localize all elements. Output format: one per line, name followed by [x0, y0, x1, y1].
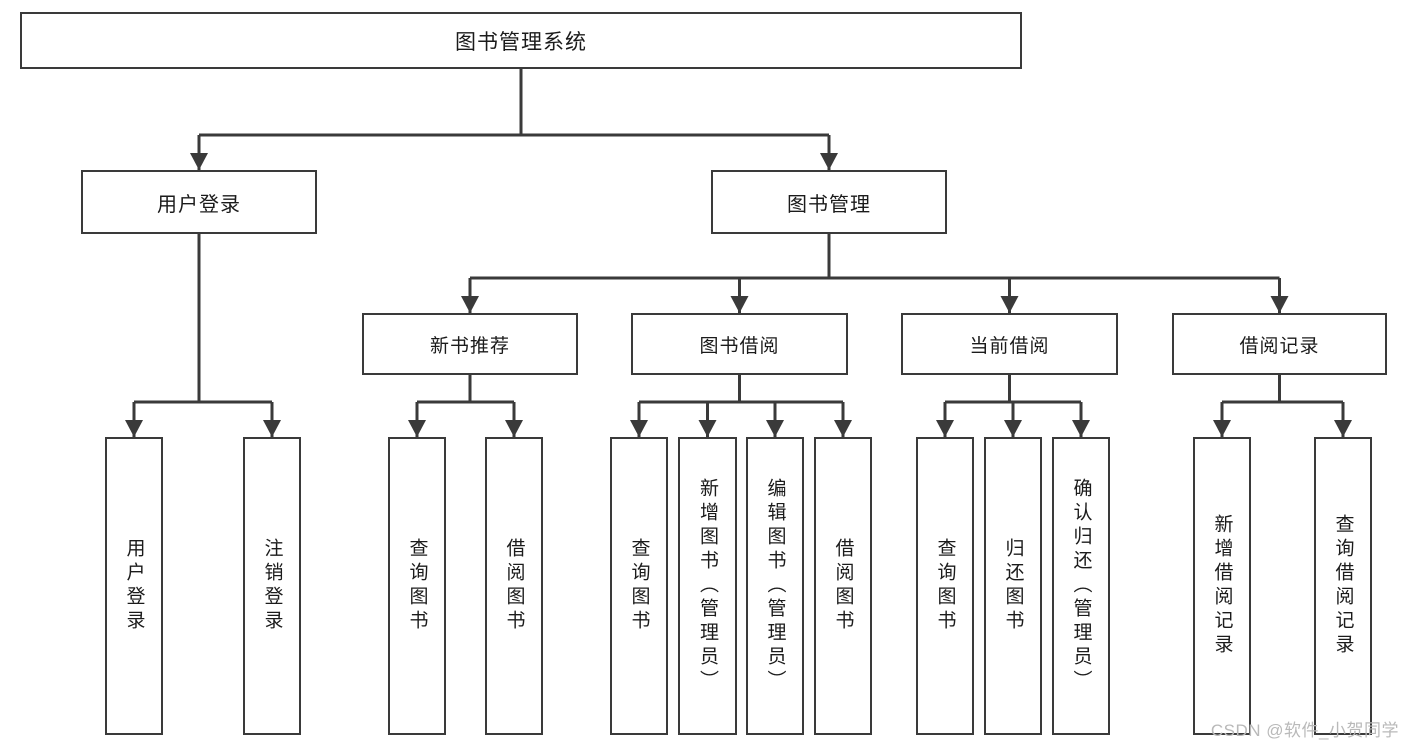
node-label: 查询借阅记录 — [1332, 514, 1354, 658]
node-leaf-query-book-1[interactable]: 查询图书 — [388, 437, 446, 735]
watermark: CSDN @软件_小贺同学 — [1210, 721, 1399, 740]
node-book-borrow[interactable]: 图书借阅 — [631, 313, 848, 375]
arrow-head — [1334, 420, 1352, 437]
arrow-head — [936, 420, 954, 437]
node-leaf-logout[interactable]: 注销登录 — [243, 437, 301, 735]
arrow-head — [1000, 296, 1019, 313]
node-current-borrow[interactable]: 当前借阅 — [901, 313, 1118, 375]
node-label: 新书推荐 — [429, 335, 510, 357]
node-label: 编辑图书（管理员） — [764, 478, 786, 694]
arrow-head — [1213, 420, 1231, 437]
arrow-head — [630, 420, 648, 437]
node-label: 注销登录 — [261, 538, 283, 634]
arrow-head — [730, 296, 749, 313]
node-label: 借阅记录 — [1239, 335, 1320, 357]
node-user-login[interactable]: 用户登录 — [81, 170, 317, 234]
node-leaf-query-record[interactable]: 查询借阅记录 — [1314, 437, 1372, 735]
node-label: 当前借阅 — [969, 335, 1050, 357]
node-leaf-add-book[interactable]: 新增图书（管理员） — [678, 437, 737, 735]
node-label: 借阅图书 — [503, 538, 525, 634]
node-label: 归还图书 — [1002, 538, 1024, 634]
node-label: 查询图书 — [628, 538, 650, 634]
arrow-head — [408, 420, 426, 437]
arrow-head — [125, 420, 143, 437]
arrow-head — [1004, 420, 1022, 437]
arrow-head — [834, 420, 852, 437]
arrow-head — [766, 420, 784, 437]
node-leaf-user-login[interactable]: 用户登录 — [105, 437, 163, 735]
node-leaf-borrow-book-2[interactable]: 借阅图书 — [814, 437, 872, 735]
arrow-head — [698, 420, 717, 437]
node-label: 图书管理系统 — [455, 30, 587, 54]
node-leaf-query-book-2[interactable]: 查询图书 — [610, 437, 668, 735]
arrow-head — [820, 153, 838, 170]
node-label: 图书借阅 — [699, 335, 780, 357]
arrow-head — [461, 296, 479, 313]
node-leaf-edit-book[interactable]: 编辑图书（管理员） — [746, 437, 804, 735]
node-leaf-confirm-return[interactable]: 确认归还（管理员） — [1052, 437, 1110, 735]
node-label: 查询图书 — [934, 538, 956, 634]
node-leaf-return-book[interactable]: 归还图书 — [984, 437, 1042, 735]
node-new-book-recommend[interactable]: 新书推荐 — [362, 313, 578, 375]
node-label: 图书管理 — [787, 193, 871, 216]
node-book-manage[interactable]: 图书管理 — [711, 170, 947, 234]
node-root[interactable]: 图书管理系统 — [20, 12, 1022, 69]
node-leaf-query-book-3[interactable]: 查询图书 — [916, 437, 974, 735]
arrow-head — [505, 420, 523, 437]
node-label: 新增借阅记录 — [1211, 514, 1233, 658]
node-label: 用户登录 — [123, 538, 145, 634]
node-label: 新增图书（管理员） — [697, 478, 718, 694]
node-label: 查询图书 — [406, 538, 428, 634]
arrow-head — [190, 153, 208, 170]
node-borrow-record[interactable]: 借阅记录 — [1172, 313, 1387, 375]
node-label: 用户登录 — [157, 193, 241, 216]
node-leaf-borrow-book-1[interactable]: 借阅图书 — [485, 437, 543, 735]
arrow-head — [263, 420, 281, 437]
node-label: 借阅图书 — [832, 538, 854, 634]
arrow-head — [1072, 420, 1090, 437]
arrow-head — [1270, 296, 1289, 313]
node-leaf-add-record[interactable]: 新增借阅记录 — [1193, 437, 1251, 735]
node-label: 确认归还（管理员） — [1070, 478, 1092, 694]
